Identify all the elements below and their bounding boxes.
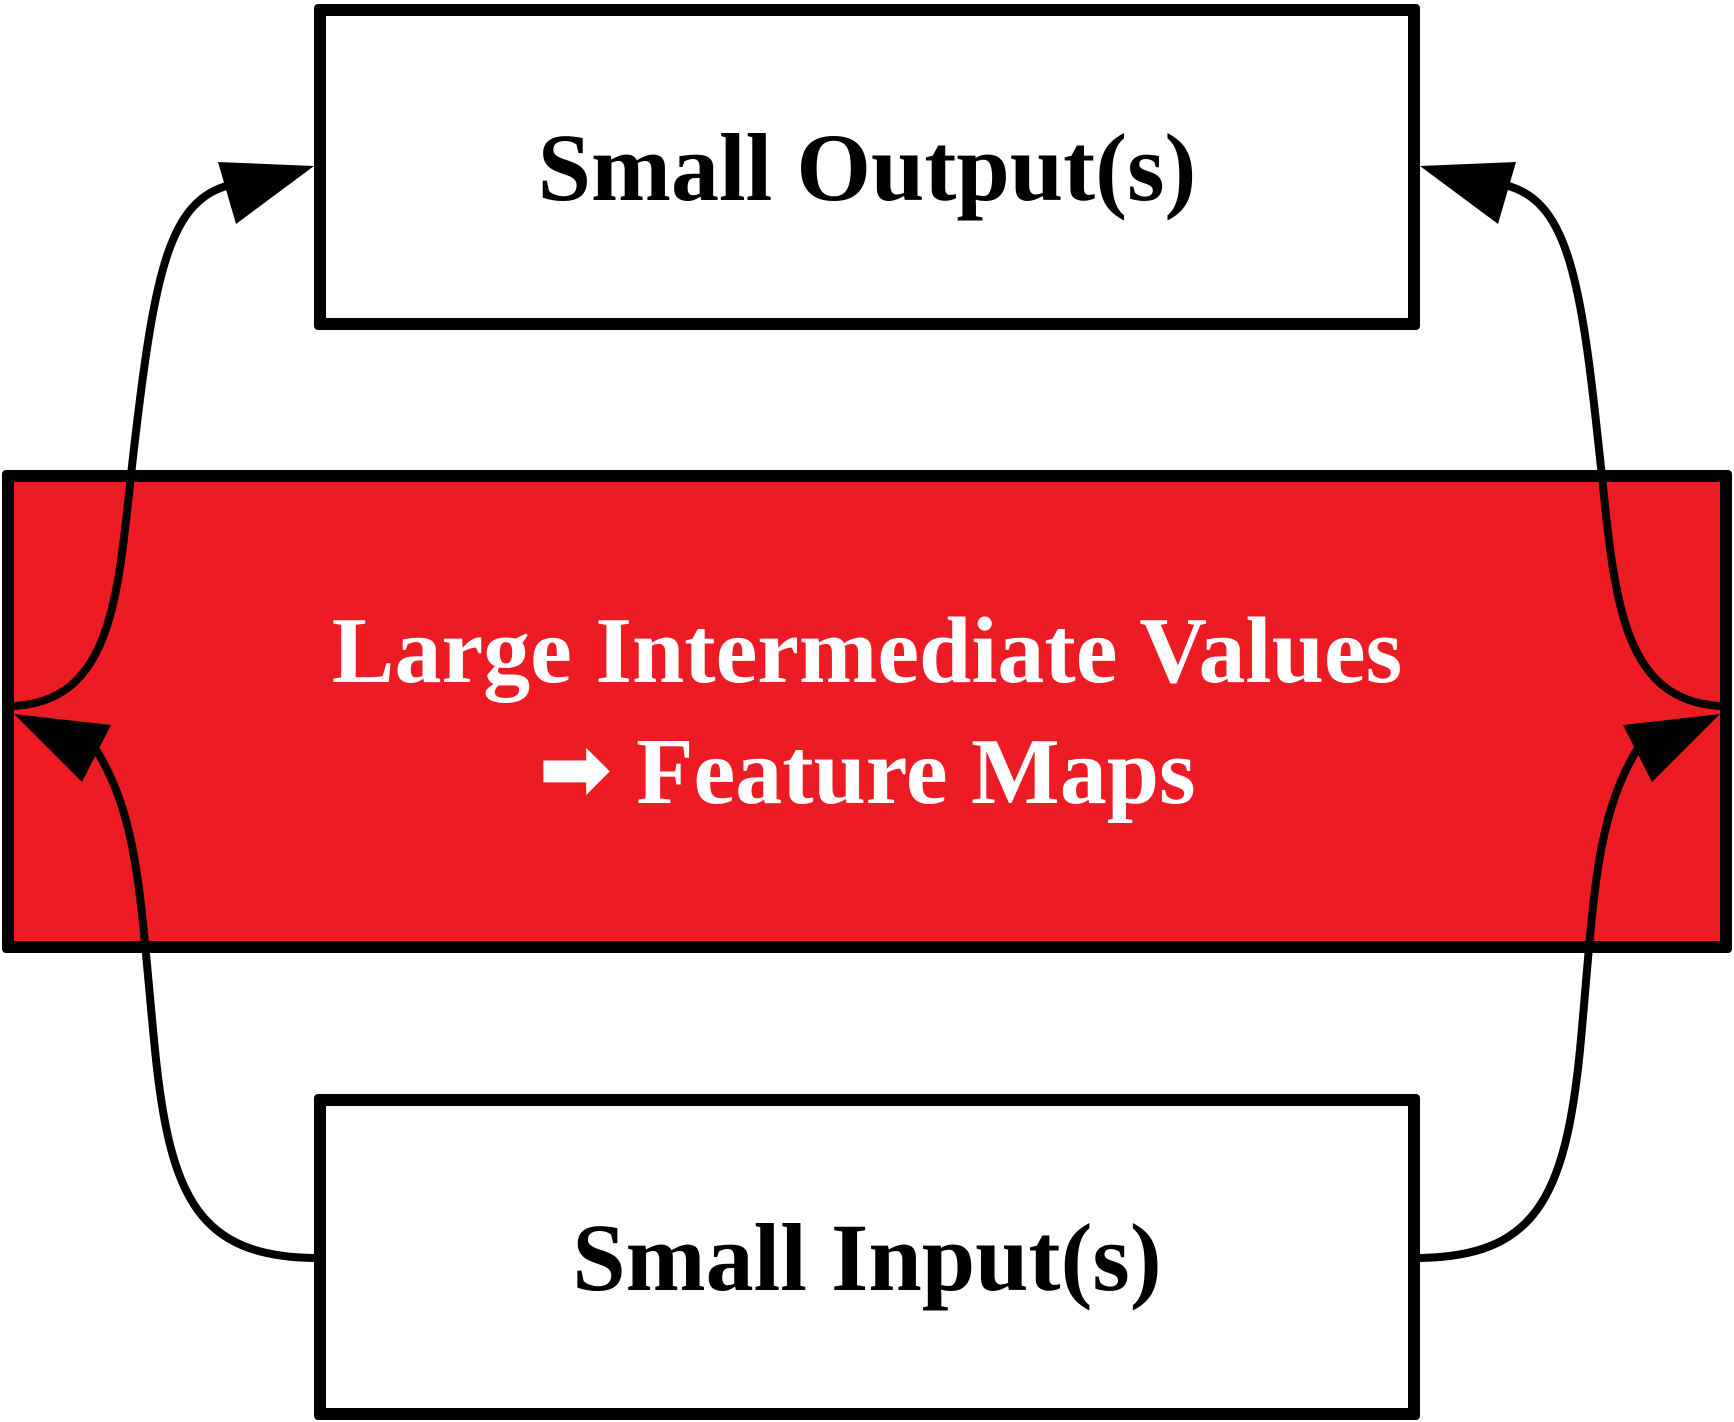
output-node-label: Small Output(s)	[537, 113, 1197, 221]
intermediate-node-line1: Large Intermediate Values	[331, 599, 1403, 703]
input-node: Small Input(s)	[314, 1094, 1420, 1420]
right-arrow-icon: ➡	[538, 717, 613, 820]
edge-intermediate-to-output-left-arrowhead-icon	[218, 162, 314, 224]
intermediate-node-line2: Feature Maps	[636, 720, 1196, 824]
output-node: Small Output(s)	[314, 4, 1420, 330]
intermediate-node: Large Intermediate Values ➡Feature Maps	[2, 470, 1732, 953]
intermediate-node-line2-row: ➡Feature Maps	[538, 710, 1195, 831]
edge-intermediate-to-output-right-arrowhead-icon	[1420, 162, 1516, 224]
input-node-label: Small Input(s)	[572, 1203, 1162, 1311]
